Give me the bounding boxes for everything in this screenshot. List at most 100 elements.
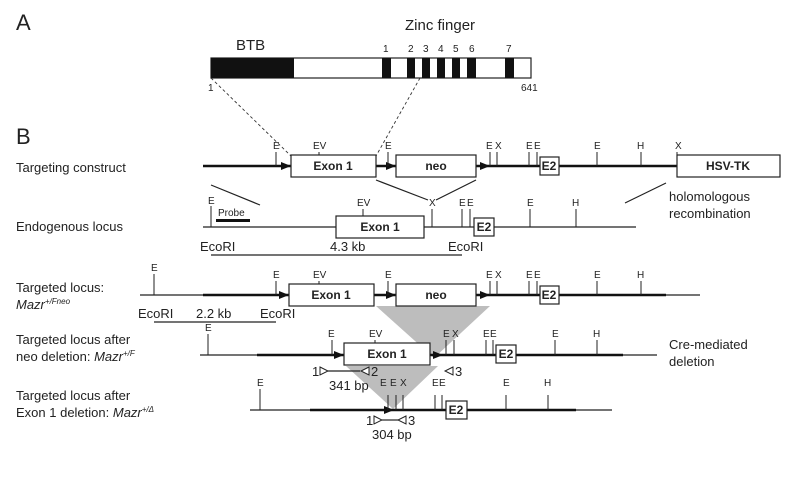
neo-deleted-locus-row: Exon 1 E2 E E EV E X E E E H — [200, 323, 657, 366]
floxed-exon1-label: Exon 1 — [367, 347, 407, 361]
row-label-neo-del-prefix: neo deletion: — [16, 349, 94, 364]
zf-number-1: 1 — [383, 44, 389, 55]
construct-exon1-box — [290, 154, 377, 178]
site-x: X — [400, 378, 407, 389]
construct-e2-label: E2 — [542, 159, 557, 173]
loxp-triangle — [281, 162, 291, 170]
dashed-link-right — [375, 77, 421, 157]
zinc-finger-5 — [452, 58, 460, 78]
loxp-triangle — [480, 291, 490, 299]
site-e: E — [151, 263, 158, 274]
site-e: E — [208, 196, 215, 207]
floxed-exon1-box — [343, 342, 431, 366]
loxp-triangle — [433, 351, 443, 359]
zf-number-5: 5 — [453, 44, 459, 55]
btb-label: BTB — [236, 37, 265, 54]
site-e: E — [490, 329, 497, 340]
neo-deletion-shade — [376, 306, 490, 358]
site-e: E — [594, 270, 601, 281]
ecori-label-left: EcoRI — [138, 306, 173, 321]
homologous-label-1: holomologous — [669, 189, 750, 204]
row-label-endogenous-locus: Endogenous locus — [16, 219, 123, 234]
panel-b-label: B — [16, 124, 31, 149]
row-label-targeted-1: Targeted locus: — [16, 280, 104, 295]
site-e: E — [527, 198, 534, 209]
exon1-deleted-locus-row: E2 E E E X E E E H — [250, 378, 612, 420]
loxp-triangle — [480, 162, 490, 170]
site-x: X — [675, 141, 682, 152]
row-label-neo-del-1: Targeted locus after — [16, 332, 131, 347]
site-e: E — [390, 378, 397, 389]
genotype-name: Mazr — [94, 349, 124, 364]
site-e: E — [257, 378, 264, 389]
primer-1-arrow — [373, 415, 384, 425]
row-label-neo-del-2: neo deletion: Mazr+/F — [16, 349, 136, 364]
site-ev: EV — [313, 270, 327, 281]
site-h: H — [593, 329, 600, 340]
endogenous-e2-label: E2 — [477, 220, 492, 234]
recombination-cross — [435, 179, 477, 201]
site-e: E — [273, 270, 280, 281]
genotype-name: Mazr — [16, 297, 46, 312]
zinc-finger-1 — [382, 58, 391, 78]
site-e: E — [432, 378, 439, 389]
zf-number-2: 2 — [408, 44, 414, 55]
zinc-finger-3 — [422, 58, 430, 78]
targeted-exon1-box — [288, 283, 375, 307]
targeting-construct-row: Exon 1 neo E2 HSV-TK E EV E E X E E E H … — [203, 141, 781, 178]
homologous-label-2: recombination — [669, 206, 751, 221]
construct-neo-box — [395, 154, 477, 178]
site-e: E — [328, 329, 335, 340]
ecori-label-right: EcoRI — [448, 239, 483, 254]
primer-3-arrow — [443, 366, 454, 376]
panel-a-label: A — [16, 10, 31, 35]
primer-2-arrow — [359, 366, 370, 376]
primer-3-label: 3 — [455, 364, 462, 379]
exon1-deletion-shade — [346, 366, 438, 409]
site-h: H — [572, 198, 579, 209]
zinc-finger-7 — [505, 58, 514, 78]
site-e: E — [534, 141, 541, 152]
probe-bar — [216, 219, 250, 222]
site-h: H — [637, 270, 644, 281]
primer-1-label: 1 — [312, 364, 319, 379]
zf-number-3: 3 — [423, 44, 429, 55]
product-341bp-label: 341 bp — [329, 378, 369, 393]
site-e: E — [486, 270, 493, 281]
fragment-43kb-label: 4.3 kb — [330, 239, 365, 254]
site-ev: EV — [357, 198, 371, 209]
floxed-e2-label: E2 — [499, 347, 514, 361]
site-e: E — [385, 141, 392, 152]
row-label-exon-del-1: Targeted locus after — [16, 388, 131, 403]
primer-1-label: 1 — [366, 413, 373, 428]
cre-label-2: deletion — [669, 354, 715, 369]
zinc-finger-4 — [437, 58, 445, 78]
zinc-finger-2 — [407, 58, 415, 78]
probe-label: Probe — [218, 208, 245, 219]
floxed-e2-box — [495, 344, 517, 364]
primer-2-label: 2 — [371, 364, 378, 379]
deleted-e2-box — [445, 400, 468, 420]
zf-number-7: 7 — [506, 44, 512, 55]
endogenous-locus-row: Exon 1 E2 E Probe EV X E E E H — [203, 196, 636, 239]
loxp-triangle — [334, 351, 344, 359]
ecori-label-left: EcoRI — [200, 239, 235, 254]
site-h: H — [544, 378, 551, 389]
targeted-locus-row: Exon 1 neo E2 E E EV E E X E E E H — [140, 263, 700, 307]
genotype-superscript: +/Δ — [142, 405, 154, 414]
construct-neo-label: neo — [425, 159, 446, 173]
site-e: E — [526, 270, 533, 281]
endogenous-exon1-label: Exon 1 — [360, 220, 400, 234]
site-h: H — [637, 141, 644, 152]
deleted-e2-label: E2 — [449, 403, 464, 417]
cre-label-1: Cre-mediated — [669, 337, 748, 352]
site-e: E — [443, 329, 450, 340]
targeted-e2-label: E2 — [542, 288, 557, 302]
site-ev: EV — [369, 329, 383, 340]
primer-3-arrow — [396, 415, 407, 425]
site-e: E — [380, 378, 387, 389]
product-304bp-label: 304 bp — [372, 427, 412, 442]
hsvtk-box — [676, 154, 781, 178]
row-label-targeting-construct: Targeting construct — [16, 160, 126, 175]
